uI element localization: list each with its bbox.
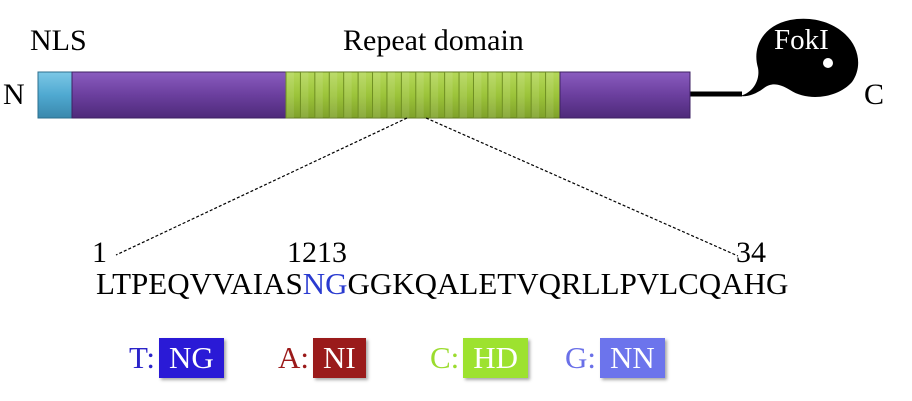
repeat-domain-bar xyxy=(285,71,561,119)
c-terminus-label: C xyxy=(864,78,885,111)
repeat-unit xyxy=(473,72,482,118)
repeat-unit xyxy=(372,72,381,118)
repeat-unit xyxy=(502,72,511,118)
repeat-unit xyxy=(300,72,309,118)
legend-c: C: HD xyxy=(430,336,529,380)
repeat-units xyxy=(285,72,554,118)
repeat-sequence: LTPEQVVAIASNGGGKQALETVQRLLPVLCQAHG xyxy=(96,268,788,299)
foki-domain xyxy=(740,18,859,97)
repeat-unit xyxy=(459,72,467,118)
repeat-unit xyxy=(487,72,496,118)
position-1: 1 xyxy=(92,236,107,269)
sequence-after: GGKQALETVQRLLPVLCQAHG xyxy=(347,266,789,301)
repeat-unit xyxy=(329,72,338,118)
foki-dot xyxy=(823,58,833,68)
nls-label: NLS xyxy=(30,24,87,57)
repeat-unit xyxy=(401,72,410,118)
legend-letter: A: xyxy=(278,340,309,375)
repeat-unit xyxy=(314,72,323,118)
foki-label: FokI xyxy=(774,24,829,56)
legend-a: A: NI xyxy=(278,336,366,380)
position-12-13: 1213 xyxy=(287,236,347,269)
legend-letter: G: xyxy=(565,340,596,375)
legend-code-box: NG xyxy=(159,338,224,378)
legend-code-box: NN xyxy=(600,338,665,378)
sequence-before: LTPEQVVAIAS xyxy=(96,266,303,301)
repeat-unit xyxy=(286,72,294,118)
legend-code-box: HD xyxy=(463,338,529,378)
legend-letter: C: xyxy=(430,340,460,375)
repeat-unit xyxy=(444,72,453,118)
n-terminus-label: N xyxy=(3,78,25,111)
legend-letter: T: xyxy=(129,340,156,375)
position-34: 34 xyxy=(736,236,766,269)
repeat-unit xyxy=(358,72,367,118)
repeat-unit xyxy=(430,72,439,118)
repeat-unit xyxy=(516,72,525,118)
rvd-residues: NG xyxy=(302,266,348,301)
n-terminal-region xyxy=(71,71,287,119)
repeat-unit xyxy=(386,72,395,118)
zoom-line-right xyxy=(425,117,739,257)
legend-code-box: NI xyxy=(313,338,366,378)
repeat-unit xyxy=(343,72,352,118)
zoom-line-left xyxy=(115,117,408,256)
legend-t: T: NG xyxy=(129,336,224,380)
legend-g: G: NN xyxy=(565,336,665,380)
c-terminal-region xyxy=(559,71,691,119)
nls-segment xyxy=(37,71,73,119)
repeat-unit xyxy=(545,72,554,118)
repeat-domain-label: Repeat domain xyxy=(343,24,524,57)
repeat-unit xyxy=(415,72,424,118)
repeat-unit xyxy=(531,72,540,118)
